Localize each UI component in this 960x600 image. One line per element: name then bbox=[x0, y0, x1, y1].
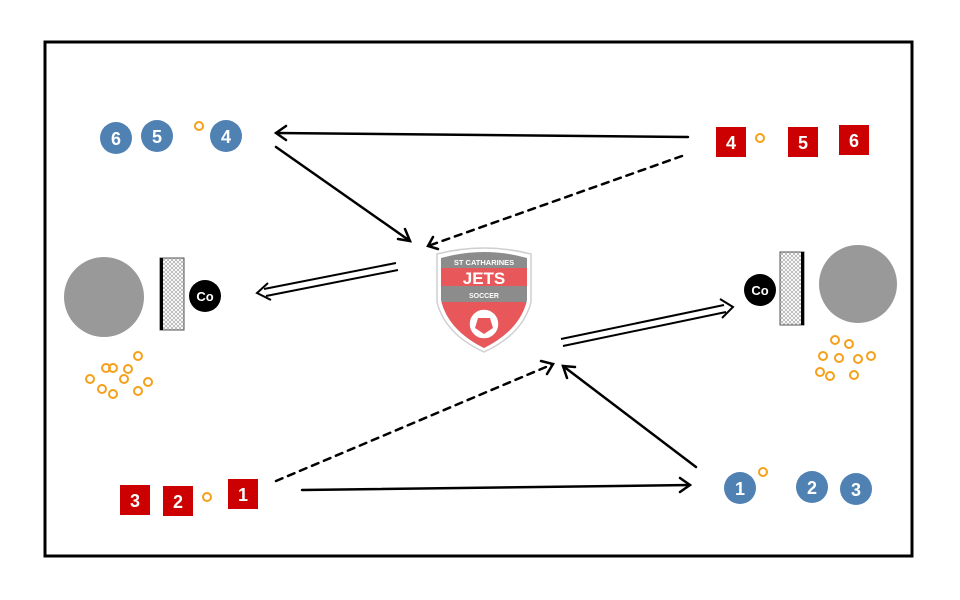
club-crest-icon: ST CATHARINES JETS SOCCER bbox=[436, 247, 532, 353]
ball-icon bbox=[119, 374, 129, 384]
arrowhead bbox=[561, 364, 577, 380]
arrowhead bbox=[396, 227, 413, 243]
player-number: 3 bbox=[851, 480, 861, 500]
ball-icon bbox=[143, 377, 153, 387]
ball-icon bbox=[830, 335, 840, 345]
ball-icon bbox=[194, 121, 204, 131]
ball-icon bbox=[202, 492, 212, 502]
arrowhead bbox=[539, 359, 555, 376]
ball-icon bbox=[758, 467, 768, 477]
player-marker-icon: 3 bbox=[840, 473, 872, 505]
player-marker-icon: 4 bbox=[210, 120, 242, 152]
right-zone-circle bbox=[819, 245, 897, 323]
ball-icon bbox=[815, 367, 825, 377]
player-number: 6 bbox=[111, 129, 121, 149]
player-number: 5 bbox=[152, 127, 162, 147]
player-number: 4 bbox=[726, 133, 736, 153]
player-marker-icon: 5 bbox=[788, 127, 818, 157]
player-number: 1 bbox=[735, 479, 745, 499]
ball-icon bbox=[844, 339, 854, 349]
ball-icon bbox=[755, 133, 765, 143]
player-marker-icon: 4 bbox=[716, 127, 746, 157]
player-marker-icon: 6 bbox=[839, 125, 869, 155]
arrow-shot-right bbox=[560, 298, 735, 347]
coach-label: Co bbox=[751, 283, 768, 298]
player-number: 2 bbox=[173, 492, 183, 512]
arrow-dashed-top bbox=[426, 154, 684, 248]
player-number: 1 bbox=[238, 485, 248, 505]
player-number: 2 bbox=[807, 478, 817, 498]
left-goal-icon bbox=[159, 257, 185, 331]
player-marker-icon: 2 bbox=[796, 471, 828, 503]
player-marker-icon: 1 bbox=[724, 472, 756, 504]
player-number: 3 bbox=[130, 491, 140, 511]
ball-icon bbox=[108, 389, 118, 399]
arrow-run-top-left bbox=[274, 145, 412, 243]
ball-icon bbox=[825, 371, 835, 381]
arrow-run-bottom-right bbox=[561, 364, 698, 469]
arrow-pass-top bbox=[274, 131, 690, 139]
ball-icon bbox=[133, 386, 143, 396]
player-marker-icon: 6 bbox=[100, 122, 132, 154]
player-marker-icon: 3 bbox=[120, 485, 150, 515]
ball-icon bbox=[849, 370, 859, 380]
player-marker-icon: 2 bbox=[163, 486, 193, 516]
left-zone-circle bbox=[64, 257, 144, 337]
player-number: 4 bbox=[221, 127, 231, 147]
arrow-shot-left bbox=[255, 262, 399, 301]
ball-icon bbox=[866, 351, 876, 361]
arrow-pass-bottom bbox=[300, 483, 692, 492]
arrow-dashed-bottom bbox=[274, 362, 555, 483]
right-coach-icon: Co bbox=[744, 274, 776, 306]
arrowhead bbox=[426, 235, 440, 251]
logo-line3: SOCCER bbox=[469, 293, 499, 300]
ball-icon bbox=[85, 374, 95, 384]
player-number: 6 bbox=[849, 131, 859, 151]
ball-icon bbox=[853, 354, 863, 364]
ball-icon bbox=[97, 384, 107, 394]
logo-line1: ST CATHARINES bbox=[454, 258, 514, 267]
ball-icon bbox=[108, 363, 118, 373]
ball-icon bbox=[123, 364, 133, 374]
arrowhead bbox=[678, 476, 693, 494]
right-goal-icon bbox=[779, 251, 805, 326]
player-number: 5 bbox=[798, 133, 808, 153]
player-marker-icon: 1 bbox=[228, 479, 258, 509]
ball-icon bbox=[818, 351, 828, 361]
logo-line2: JETS bbox=[463, 269, 506, 288]
left-coach-icon: Co bbox=[189, 280, 221, 312]
coach-label: Co bbox=[196, 289, 213, 304]
player-marker-icon: 5 bbox=[141, 120, 173, 152]
ball-icon bbox=[133, 351, 143, 361]
arrowhead bbox=[273, 124, 288, 142]
ball-icon bbox=[834, 353, 844, 363]
